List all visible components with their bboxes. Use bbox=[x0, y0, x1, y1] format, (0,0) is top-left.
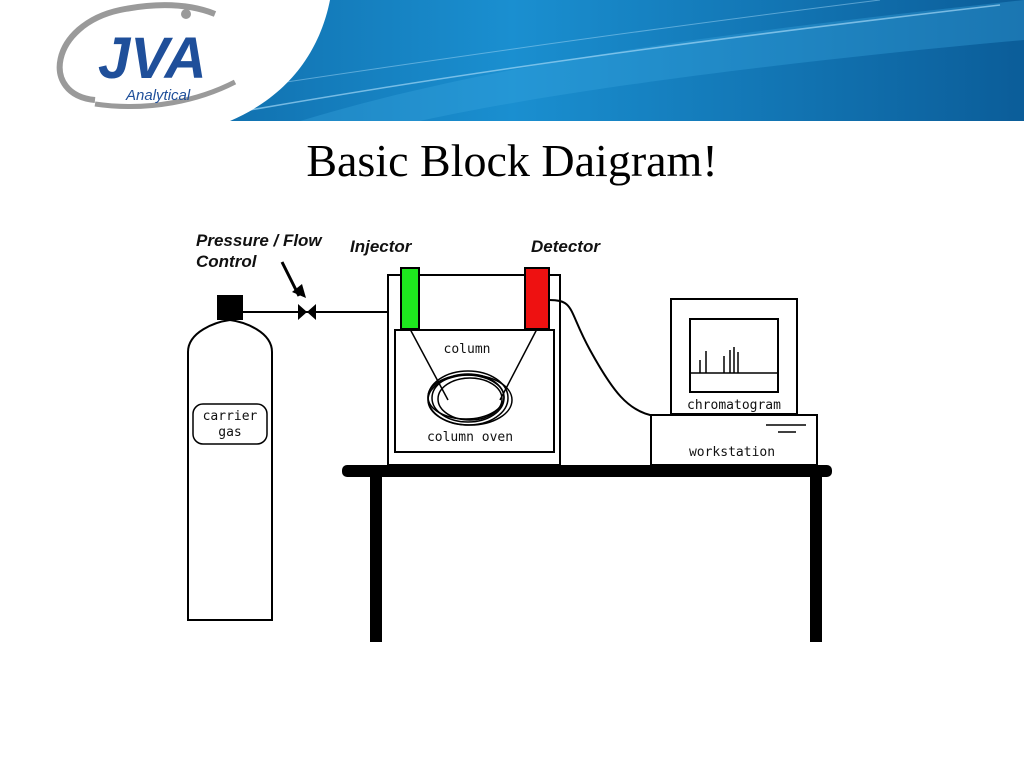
table-leg-right bbox=[810, 476, 822, 642]
column-label: column bbox=[444, 342, 491, 357]
injector-block bbox=[400, 267, 420, 330]
workstation-box bbox=[650, 414, 818, 466]
gc-block-diagram: carrier gas Pressure / Flow Control Inje… bbox=[187, 231, 832, 642]
chromatogram-label: chromatogram bbox=[687, 398, 781, 413]
carrier-gas-cylinder: carrier gas bbox=[187, 295, 273, 621]
slide-title: Basic Block Daigram! bbox=[306, 135, 718, 186]
carrier-label-line1: carrier bbox=[203, 409, 258, 424]
logo-ring-lower bbox=[94, 79, 237, 110]
logo-ring bbox=[56, 2, 217, 103]
cylinder-valve bbox=[217, 295, 243, 320]
column-coil bbox=[409, 328, 538, 426]
table-leg-left bbox=[370, 476, 382, 642]
table-top bbox=[342, 465, 832, 477]
header-banner: JVA Analytical bbox=[0, 0, 1024, 121]
pressure-label-line2: Control bbox=[196, 252, 258, 271]
signal-cable bbox=[548, 299, 656, 417]
banner-swoosh-line bbox=[249, 4, 1001, 111]
chromatogram-peaks bbox=[699, 347, 739, 373]
detector-label: Detector bbox=[531, 237, 601, 256]
carrier-gas-tag bbox=[192, 403, 268, 445]
flow-valve-icon bbox=[298, 304, 316, 320]
banner-swoosh-line-2 bbox=[199, 0, 881, 96]
detector-block bbox=[524, 267, 550, 330]
jva-logo: JVA Analytical bbox=[56, 2, 237, 110]
pressure-label-line1: Pressure / Flow bbox=[196, 231, 323, 250]
banner-swoosh bbox=[300, 0, 1024, 121]
logo-text: JVA bbox=[98, 26, 207, 91]
cylinder-body bbox=[187, 318, 273, 621]
carrier-label-line2: gas bbox=[218, 425, 241, 440]
injector-label: Injector bbox=[350, 237, 413, 256]
pressure-arrow bbox=[280, 261, 306, 298]
logo-dot bbox=[181, 9, 191, 19]
column-oven-label: column oven bbox=[427, 430, 513, 445]
workstation-label: workstation bbox=[689, 445, 775, 460]
logo-subtext: Analytical bbox=[125, 87, 191, 104]
